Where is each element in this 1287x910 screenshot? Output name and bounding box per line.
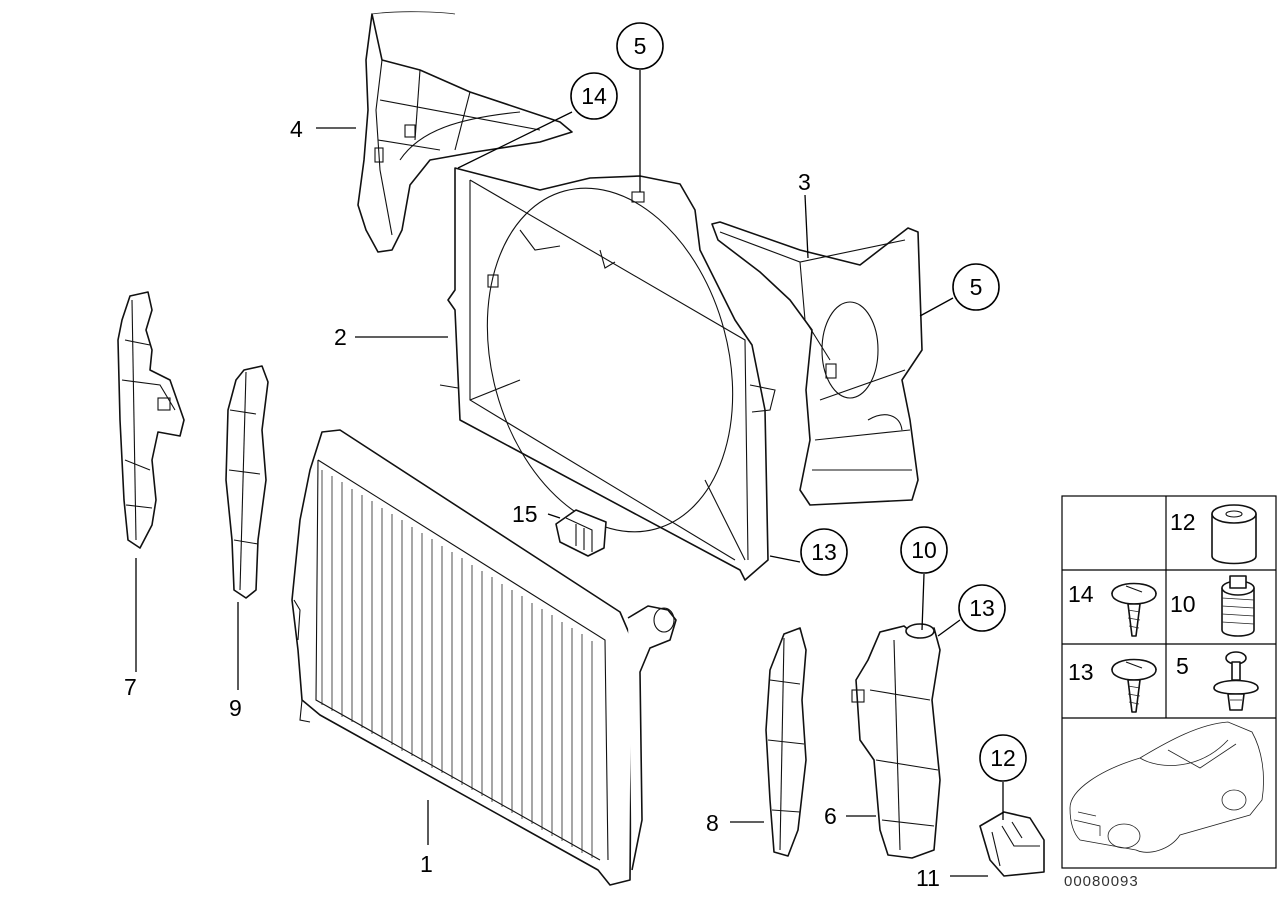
- part-9-strip[interactable]: [225, 365, 269, 599]
- legend-12-text: 12: [1170, 509, 1196, 535]
- label-part-6: 6: [824, 803, 837, 829]
- part-7-bracket[interactable]: [117, 291, 185, 549]
- callout-13-shroud-text: 13: [811, 539, 837, 565]
- label-part-1: 1: [420, 851, 433, 877]
- callout-12-text: 12: [990, 745, 1016, 771]
- callout-13-shroud[interactable]: 13: [800, 528, 848, 576]
- legend-cell-13[interactable]: 13: [1068, 658, 1157, 713]
- legend-13-text: 13: [1068, 659, 1094, 685]
- radiator-fins: [321, 470, 593, 858]
- callout-10-text: 10: [911, 537, 937, 563]
- fastener-legend: 12 14 10: [1061, 495, 1277, 869]
- callout-10[interactable]: 10: [900, 526, 948, 574]
- label-part-2: 2: [334, 324, 347, 350]
- legend-14-text: 14: [1068, 581, 1094, 607]
- legend-5-text: 5: [1176, 653, 1189, 679]
- legend-cell-10[interactable]: 10: [1170, 575, 1255, 637]
- callout-5-right[interactable]: 5: [952, 263, 1000, 311]
- grommet-icon: [1221, 575, 1255, 637]
- legend-cell-5[interactable]: 5: [1176, 651, 1259, 711]
- car-silhouette-icon: [1069, 721, 1264, 853]
- callout-5-right-text: 5: [970, 274, 983, 300]
- callout-12[interactable]: 12: [979, 734, 1027, 782]
- callout-13-tank[interactable]: 13: [958, 584, 1006, 632]
- part-15-clip[interactable]: [555, 509, 607, 557]
- callout-5-top-text: 5: [634, 33, 647, 59]
- part-4-air-duct-left[interactable]: [357, 11, 573, 253]
- label-part-7: 7: [124, 674, 137, 700]
- part-6-expansion-tank[interactable]: [851, 623, 941, 859]
- legend-10-text: 10: [1170, 591, 1196, 617]
- callout-5-top[interactable]: 5: [616, 22, 664, 70]
- part-11-bracket[interactable]: [979, 811, 1045, 877]
- rivet-icon: [1213, 651, 1259, 711]
- rubber-mount-icon: [1211, 513, 1257, 565]
- legend-cell-12[interactable]: 12: [1170, 504, 1257, 565]
- label-part-8: 8: [706, 810, 719, 836]
- label-part-3: 3: [798, 169, 811, 195]
- screw-icon-13: [1111, 658, 1157, 713]
- screw-icon: [1111, 582, 1157, 637]
- part-8-strip[interactable]: [765, 627, 807, 857]
- part-3-air-duct-right[interactable]: [711, 221, 923, 506]
- leader-lines: [135, 70, 1004, 877]
- label-part-15: 15: [512, 501, 538, 527]
- label-part-9: 9: [229, 695, 242, 721]
- callout-14-text: 14: [581, 83, 607, 109]
- diagram-reference-number: 00080093: [1064, 873, 1139, 890]
- label-part-11: 11: [916, 865, 940, 891]
- part-1-radiator[interactable]: [291, 429, 677, 886]
- part-2-fan-shroud[interactable]: [439, 160, 776, 581]
- label-part-4: 4: [290, 116, 303, 142]
- callout-13-tank-text: 13: [969, 595, 995, 621]
- legend-cell-14[interactable]: 14: [1068, 581, 1157, 637]
- callout-14[interactable]: 14: [570, 72, 618, 120]
